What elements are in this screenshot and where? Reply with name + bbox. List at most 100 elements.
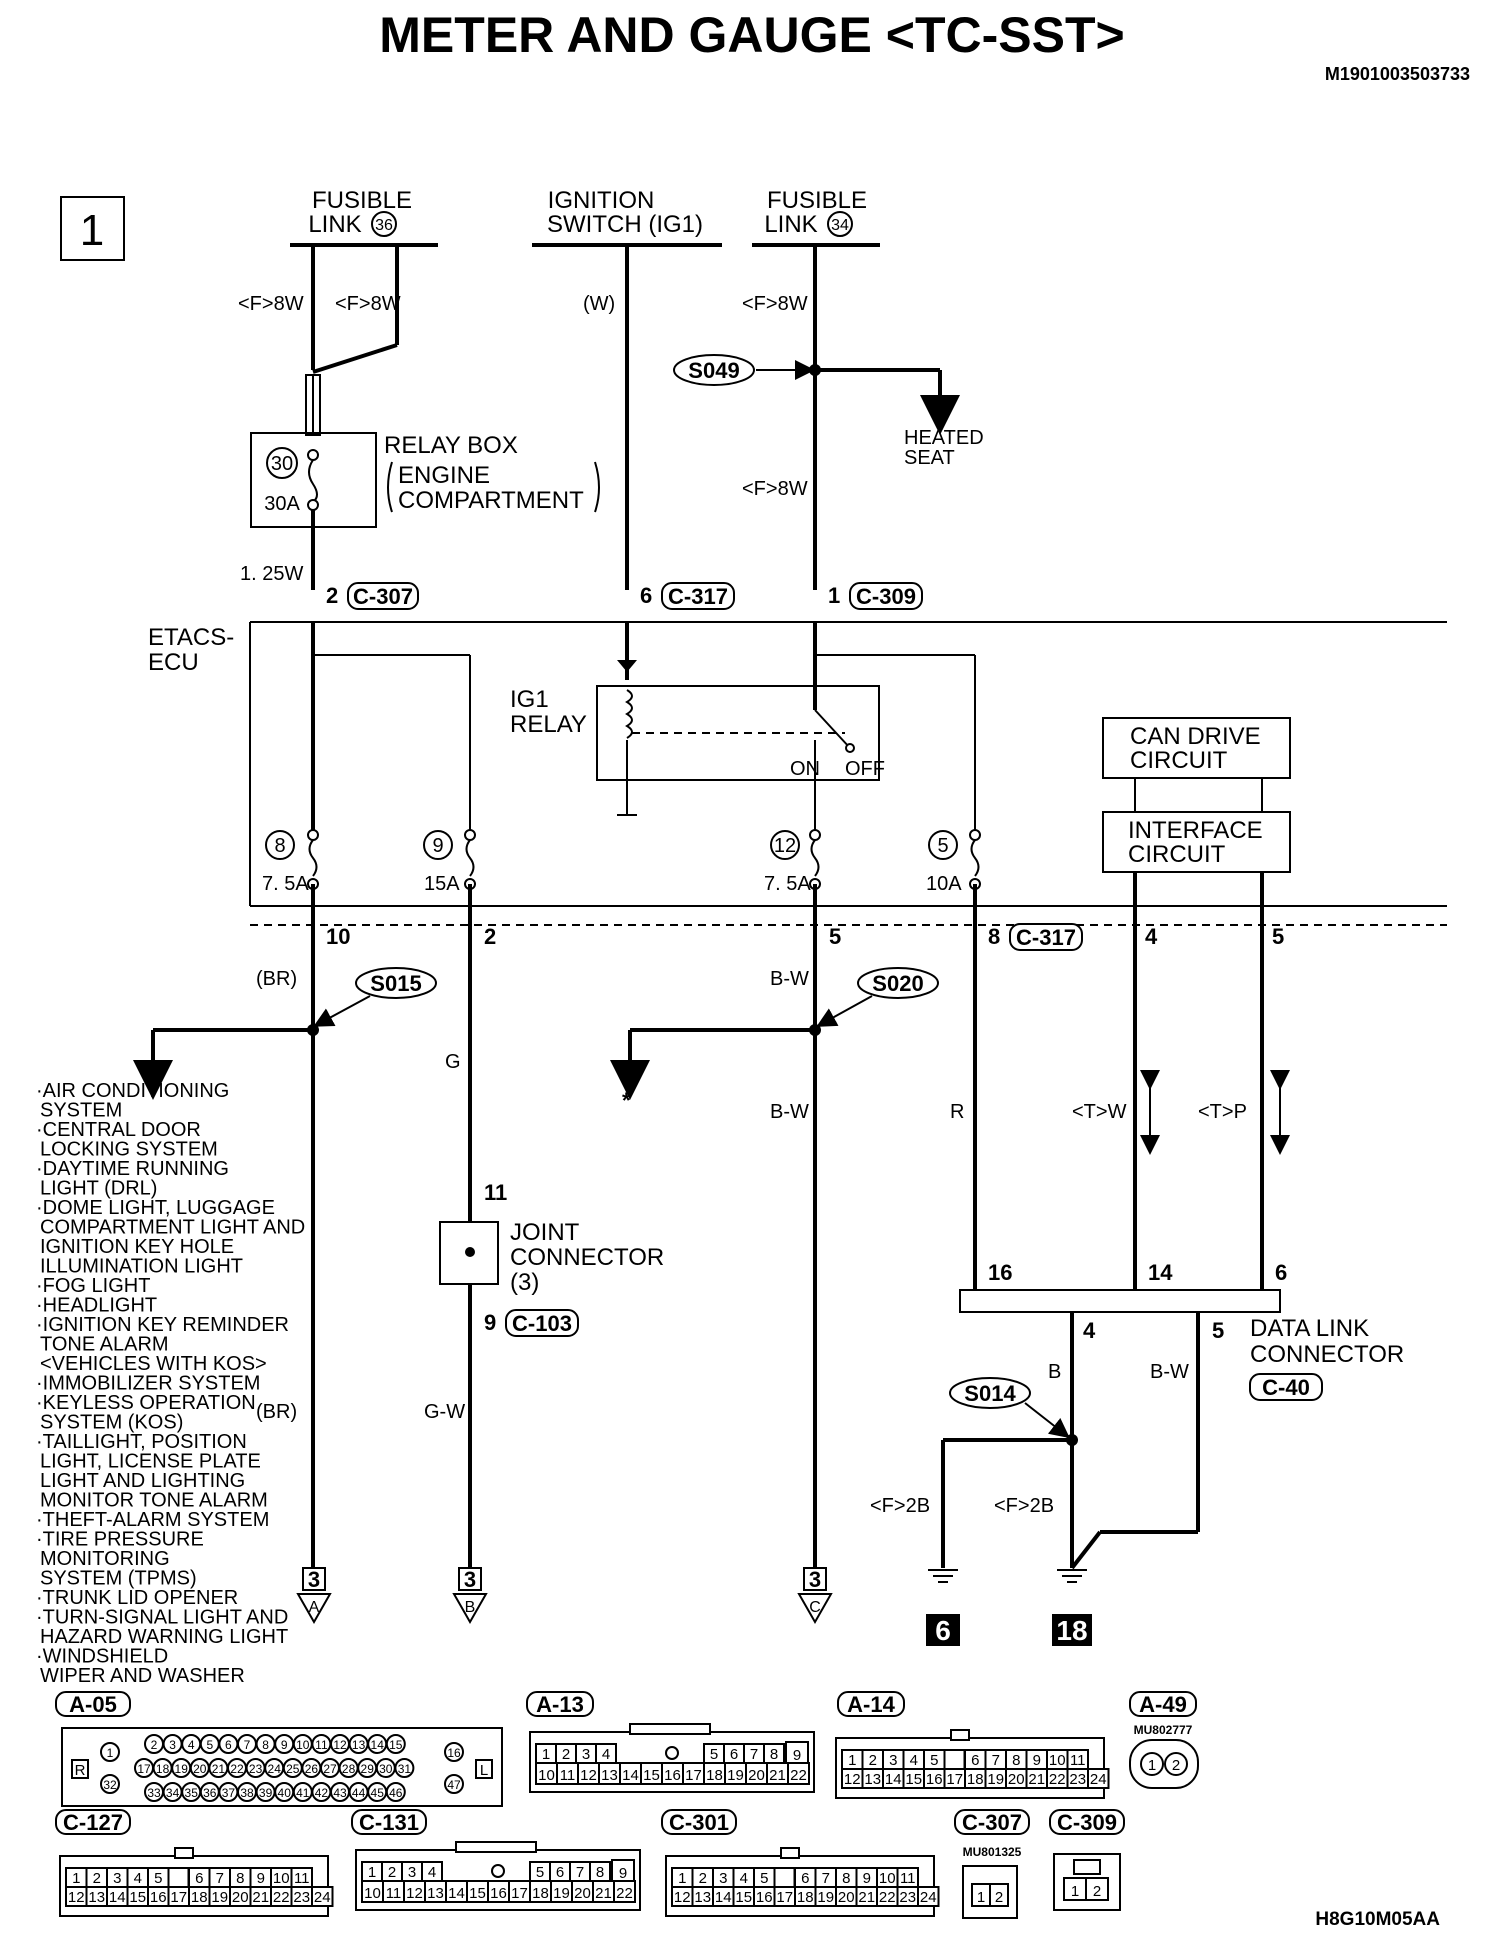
label-c131: C-131 <box>351 1809 427 1835</box>
svg-text:11: 11 <box>294 1870 310 1887</box>
svg-text:IGNITION: IGNITION <box>548 187 655 214</box>
svg-text:C-307: C-307 <box>353 584 413 609</box>
svg-text:MU802777: MU802777 <box>1134 1723 1193 1737</box>
svg-text:13: 13 <box>88 1889 105 1906</box>
heated-seat-label-2: SEAT <box>904 447 955 469</box>
page-box-number: 1 <box>80 206 104 255</box>
svg-text:9: 9 <box>1033 1752 1041 1769</box>
figure-code: H8G10M05AA <box>1315 1909 1440 1930</box>
page-ref-a: 3 A <box>296 1567 332 1625</box>
svg-text:17: 17 <box>170 1889 187 1906</box>
svg-text:3: 3 <box>889 1752 897 1769</box>
svg-text:10: 10 <box>364 1885 381 1902</box>
system-item: TONE ALARM <box>40 1334 169 1356</box>
wire-label-f2b-2: <F>2B <box>994 1495 1054 1517</box>
svg-text:8: 8 <box>596 1864 604 1881</box>
system-item: LOCKING SYSTEM <box>40 1139 218 1161</box>
svg-text:24: 24 <box>1090 1771 1107 1788</box>
splice-s015: S015 <box>313 967 437 1027</box>
svg-text:3: 3 <box>408 1864 416 1881</box>
fuse-5: 5 10A <box>926 829 981 895</box>
system-item: ·IGNITION KEY REMINDER <box>36 1314 289 1336</box>
relay-box-title: RELAY BOX <box>384 432 518 459</box>
svg-text:3: 3 <box>113 1870 121 1887</box>
svg-text:14: 14 <box>109 1889 126 1906</box>
svg-text:22: 22 <box>1049 1771 1066 1788</box>
svg-text:A-49: A-49 <box>1139 1692 1187 1717</box>
svg-text:3: 3 <box>582 1746 590 1763</box>
svg-text:15: 15 <box>129 1889 146 1906</box>
svg-text:4: 4 <box>428 1864 436 1881</box>
svg-text:2: 2 <box>93 1870 101 1887</box>
svg-text:15: 15 <box>389 1738 403 1752</box>
svg-text:20: 20 <box>193 1762 207 1776</box>
svg-text:CONNECTOR: CONNECTOR <box>510 1244 664 1271</box>
svg-text:22: 22 <box>879 1889 896 1906</box>
svg-text:MU801325: MU801325 <box>963 1845 1022 1859</box>
svg-text:(3): (3) <box>510 1269 539 1296</box>
svg-text:4: 4 <box>134 1870 142 1887</box>
wire-label-tw: <T>W <box>1072 1101 1127 1123</box>
page-box <box>60 196 125 261</box>
system-item: ·IMMOBILIZER SYSTEM <box>36 1373 260 1395</box>
svg-text:8: 8 <box>262 1738 269 1752</box>
system-item: ·TAILLIGHT, POSITION <box>36 1431 247 1453</box>
svg-text:30: 30 <box>271 453 293 475</box>
svg-text:A-05: A-05 <box>69 1692 117 1717</box>
label-a14: A-14 <box>837 1691 905 1717</box>
svg-text:FUSIBLE: FUSIBLE <box>312 187 412 214</box>
svg-text:C-309: C-309 <box>1057 1810 1117 1835</box>
ecu-pin-10: 10 <box>326 924 350 949</box>
svg-text:23: 23 <box>899 1889 916 1906</box>
svg-text:12: 12 <box>774 835 796 857</box>
wire-label-g: G <box>445 1051 461 1073</box>
system-item: LIGHT AND LIGHTING <box>40 1470 245 1492</box>
svg-text:18: 18 <box>156 1762 170 1776</box>
svg-text:1: 1 <box>1071 1883 1079 1900</box>
system-item: LIGHT, LICENSE PLATE <box>40 1451 261 1473</box>
svg-text:11: 11 <box>315 1738 328 1752</box>
splice-s020: S020 <box>816 967 939 1027</box>
svg-text:18: 18 <box>1056 1615 1087 1646</box>
svg-text:C-131: C-131 <box>359 1810 419 1835</box>
system-item: MONITORING <box>40 1548 170 1570</box>
svg-text:S020: S020 <box>872 971 923 996</box>
pin-c307-2: 2 <box>326 583 338 608</box>
wire-label-br-1: (BR) <box>256 968 297 990</box>
fuse-8: 8 7. 5A <box>262 829 319 895</box>
system-item: ·THEFT-ALARM SYSTEM <box>36 1509 269 1531</box>
svg-text:2: 2 <box>699 1870 707 1887</box>
svg-text:14: 14 <box>885 1771 902 1788</box>
svg-text:6: 6 <box>801 1870 809 1887</box>
svg-text:5: 5 <box>154 1870 162 1887</box>
svg-text:19: 19 <box>553 1885 570 1902</box>
svg-text:10: 10 <box>296 1738 310 1752</box>
label-a05: A-05 <box>55 1691 131 1717</box>
can-drive-circuit: CAN DRIVE CIRCUIT <box>1102 717 1291 779</box>
svg-text:INTERFACE: INTERFACE <box>1128 817 1263 844</box>
wire-label-f8w-1: <F>8W <box>238 293 304 315</box>
svg-text:9: 9 <box>793 1747 801 1764</box>
svg-text:20: 20 <box>232 1889 249 1906</box>
svg-text:C-40: C-40 <box>1262 1375 1310 1400</box>
svg-text:14: 14 <box>448 1885 465 1902</box>
svg-text:39: 39 <box>259 1786 273 1800</box>
svg-text:21: 21 <box>595 1885 612 1902</box>
svg-text:22: 22 <box>273 1889 290 1906</box>
fuse-12: 12 7. 5A <box>764 829 821 895</box>
svg-text:17: 17 <box>946 1771 963 1788</box>
system-item: SYSTEM <box>40 1100 122 1122</box>
svg-text:8: 8 <box>842 1870 850 1887</box>
svg-text:5: 5 <box>760 1870 768 1887</box>
svg-text:7: 7 <box>244 1738 251 1752</box>
wire-label-r: R <box>950 1101 964 1123</box>
svg-text:17: 17 <box>137 1762 151 1776</box>
svg-text:20: 20 <box>1008 1771 1025 1788</box>
svg-text:13: 13 <box>864 1771 881 1788</box>
svg-text:20: 20 <box>748 1767 765 1784</box>
svg-text:6: 6 <box>225 1738 232 1752</box>
svg-text:21: 21 <box>212 1762 226 1776</box>
system-item: ·HEADLIGHT <box>36 1295 157 1317</box>
